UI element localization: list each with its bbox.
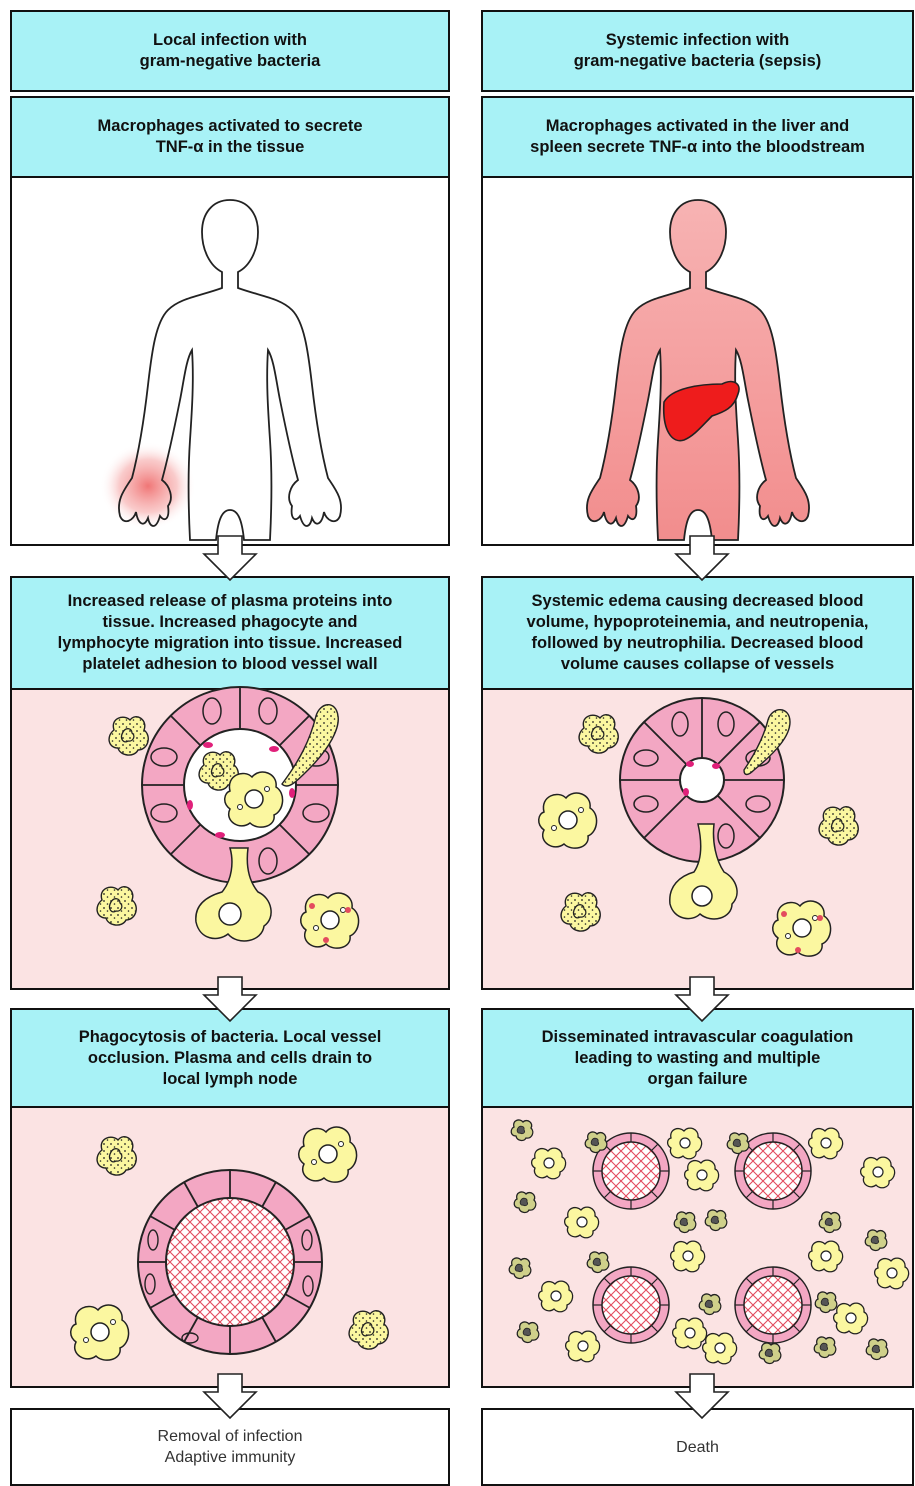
human-figure-systemic	[587, 200, 809, 540]
neutrophil-cell	[819, 807, 858, 845]
occluded-vessel	[735, 1267, 811, 1343]
occluded-vessel-local	[138, 1170, 322, 1354]
monocyte-cell	[539, 793, 597, 848]
monocyte-cell	[299, 1127, 357, 1182]
human-figure-local	[100, 200, 341, 540]
neutrophil-cell	[349, 1311, 388, 1349]
neutrophil-cell	[561, 893, 600, 931]
occluded-vessel	[593, 1267, 669, 1343]
scattered-cells	[509, 1120, 908, 1364]
neutrophil-cell	[579, 715, 618, 753]
flow-arrow	[676, 536, 728, 580]
monocyte-cell	[71, 1305, 129, 1360]
flow-arrow	[676, 977, 728, 1021]
neutrophil-cell	[97, 887, 136, 925]
flow-arrow	[676, 1374, 728, 1418]
monocyte-cell	[773, 901, 831, 956]
monocyte-cell	[301, 893, 359, 948]
neutrophil-cell	[109, 717, 148, 755]
neutrophil-cell	[97, 1137, 136, 1175]
flow-arrow	[204, 977, 256, 1021]
flow-arrow	[204, 536, 256, 580]
flow-arrow	[204, 1374, 256, 1418]
